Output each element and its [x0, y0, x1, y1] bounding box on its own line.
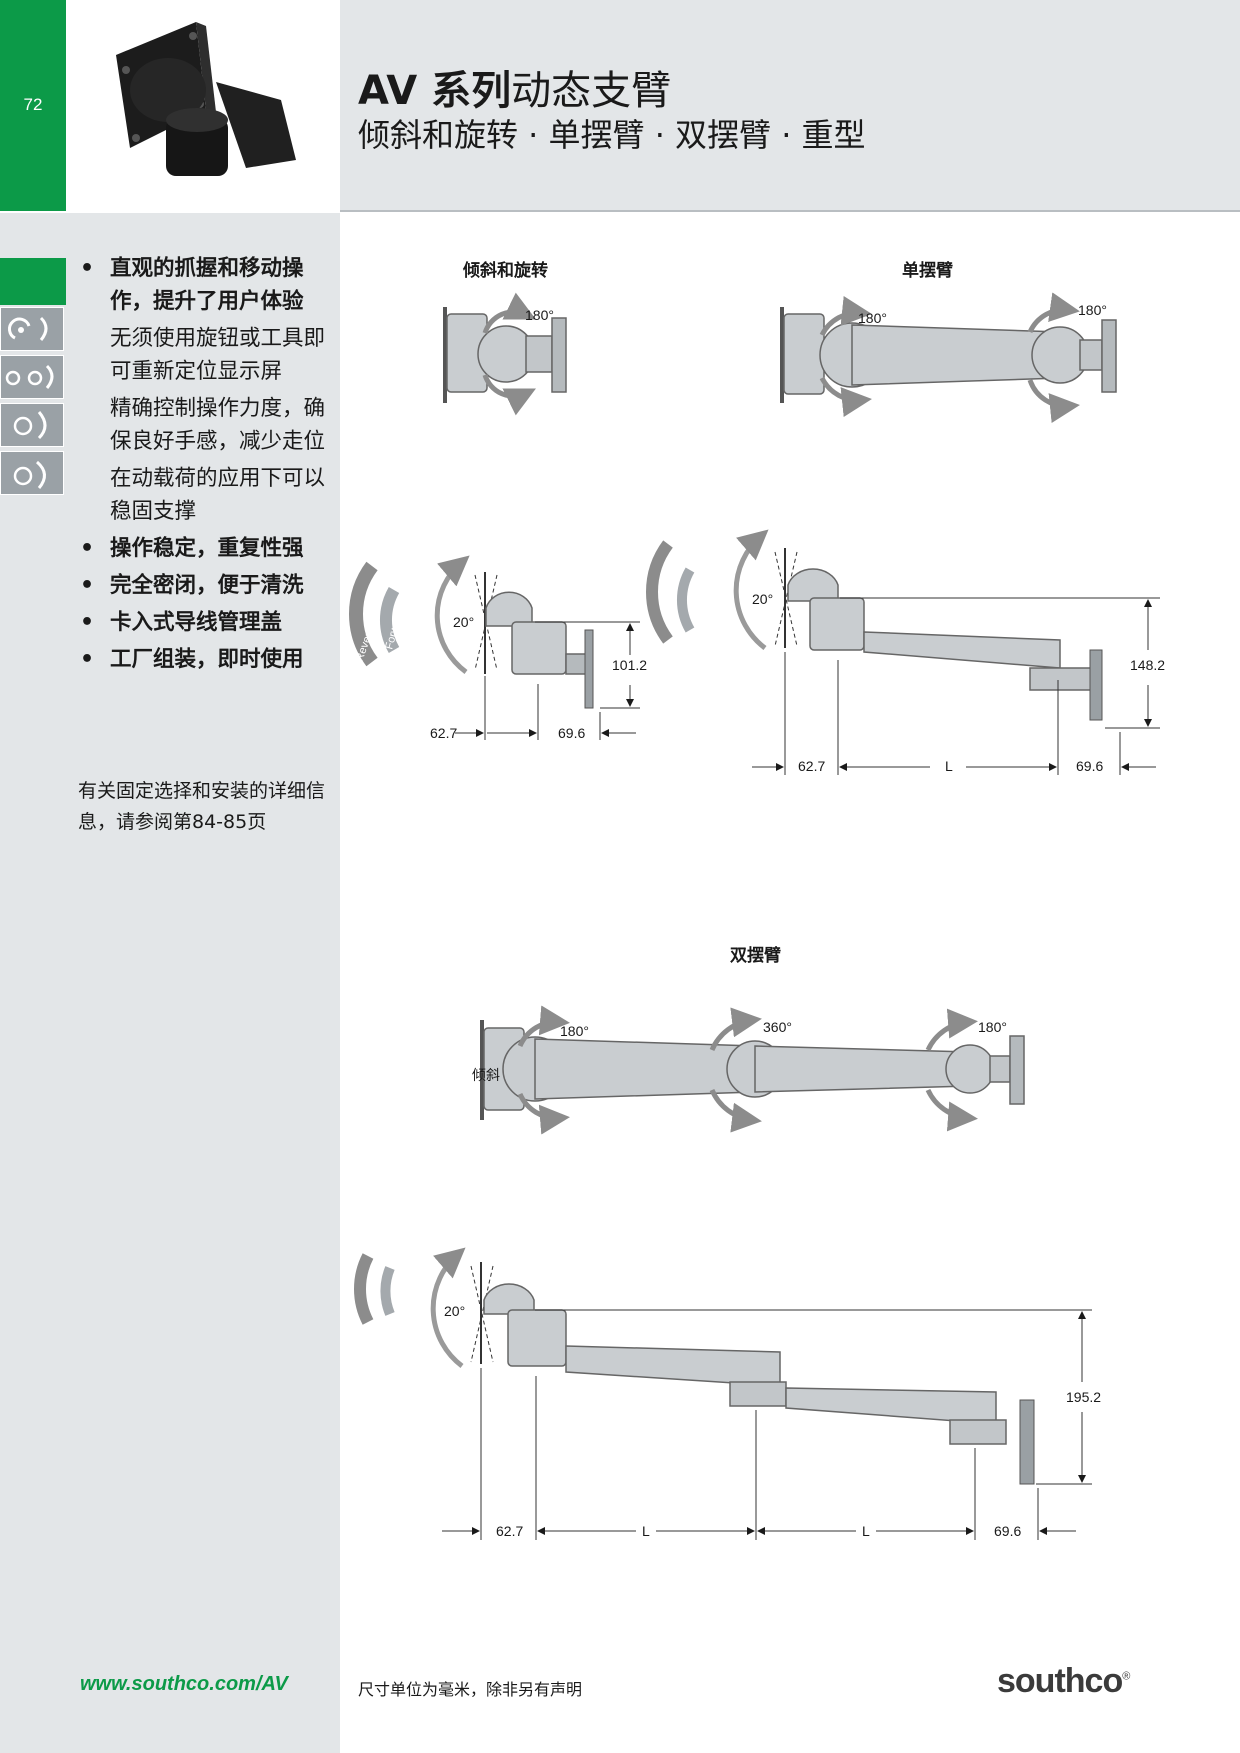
dim-single-left-angle: 180°	[858, 310, 887, 326]
southco-logo: southco®	[997, 1662, 1130, 1701]
product-photo	[66, 0, 340, 211]
sidebar-green-marker	[0, 258, 66, 305]
page-subtitle: 倾斜和旋转 · 单摆臂 · 双摆臂 · 重型	[358, 116, 866, 154]
feature-item: 卡入式导线管理盖	[78, 606, 340, 639]
dim-double-62-7: 62.7	[496, 1523, 523, 1539]
single-arm-side-view	[646, 529, 1160, 775]
page-number: 72	[23, 95, 43, 114]
dim-single-side-angle: 20°	[752, 591, 773, 607]
registered-mark: ®	[1122, 1670, 1130, 1683]
logo-text: southco	[997, 1662, 1123, 1700]
units-note: 尺寸单位为毫米，除非另有声明	[358, 1680, 583, 1699]
dim-double-l1: L	[642, 1523, 650, 1539]
header-band	[340, 0, 1240, 212]
feature-item: 直观的抓握和移动操作，提升了用户体验	[78, 252, 340, 318]
tilt-swivel-icon	[0, 307, 64, 351]
green-tab	[0, 0, 66, 211]
double-arm-side-view	[353, 1247, 1092, 1540]
feature-item: 精确控制操作力度，确保良好手感，减少走位	[110, 396, 326, 454]
feature-item: 无须使用旋钮或工具即可重新定位显示屏	[110, 326, 326, 384]
dim-tilt-62-7: 62.7	[430, 725, 457, 741]
dim-double-l2: L	[862, 1523, 870, 1539]
dim-tilt-69-6: 69.6	[558, 725, 585, 741]
dim-single-l: L	[945, 758, 953, 774]
website-link[interactable]: www.southco.com/AV	[80, 1673, 288, 1695]
diagram-title-tilt-swivel: 倾斜和旋转	[463, 261, 548, 281]
single-arm-icon	[0, 355, 64, 399]
single-arm-top-view	[780, 292, 1117, 423]
product-photo-graphic	[116, 22, 296, 176]
mounting-note: 有关固定选择和安装的详细信息，请参阅第84-85页	[78, 780, 326, 833]
double-arm-top-view	[480, 1005, 1025, 1135]
double-arm-icon	[0, 403, 64, 447]
dim-single-69-6: 69.6	[1076, 758, 1103, 774]
diagram-title-single-arm: 单摆臂	[902, 261, 953, 281]
diagram-title-double-arm: 双摆臂	[730, 946, 781, 966]
dim-tilt-side-angle: 20°	[453, 614, 474, 630]
tilt-swivel-side-view	[349, 555, 640, 740]
feature-item: 操作稳定，重复性强	[78, 532, 340, 565]
dim-single-62-7: 62.7	[798, 758, 825, 774]
title-series: AV 系列	[358, 68, 512, 114]
dim-tilt-height: 101.2	[612, 657, 647, 673]
title-product: 动态支臂	[511, 68, 672, 114]
dim-single-right-angle: 180°	[1078, 302, 1107, 318]
dim-double-side-angle: 20°	[444, 1303, 465, 1319]
label-tilt: 倾斜	[472, 1067, 500, 1083]
feature-list: 直观的抓握和移动操作，提升了用户体验 无须使用旋钮或工具即可重新定位显示屏 精确…	[78, 252, 340, 680]
dim-double-left-angle: 180°	[560, 1023, 589, 1039]
feature-item: 在动载荷的应用下可以稳固支撑	[110, 466, 326, 524]
dim-single-height: 148.2	[1130, 657, 1165, 673]
page-title: AV 系列动态支臂	[358, 58, 671, 116]
dim-tilt-top-angle: 180°	[525, 307, 554, 323]
dim-double-69-6: 69.6	[994, 1523, 1021, 1539]
dim-double-mid-angle: 360°	[763, 1019, 792, 1035]
dim-double-right-angle: 180°	[978, 1019, 1007, 1035]
tilt-swivel-top-view	[443, 292, 567, 416]
feature-item: 完全密闭，便于清洗	[78, 569, 340, 602]
heavy-duty-icon	[0, 451, 64, 495]
dim-double-height: 195.2	[1066, 1389, 1101, 1405]
feature-item: 工厂组装，即时使用	[78, 643, 340, 676]
